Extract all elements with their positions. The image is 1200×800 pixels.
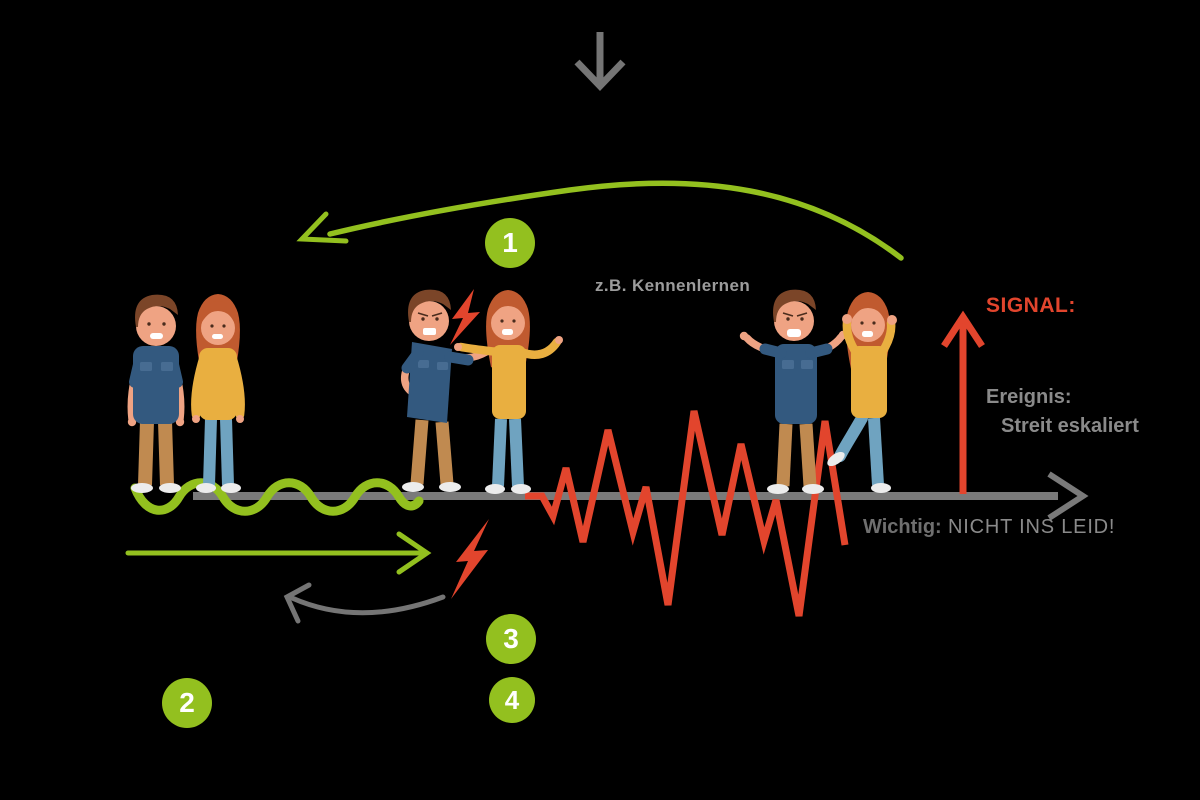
forward-arrow-icon	[125, 531, 432, 575]
escalation-zigzag	[525, 410, 849, 617]
step-badge-2: 2	[162, 678, 212, 728]
signal-up-arrow-icon	[941, 310, 985, 494]
man-escalated	[739, 289, 848, 494]
step-badge-4: 4	[489, 677, 535, 723]
loop-return-arrow-icon	[296, 180, 904, 261]
important-note: Wichtig: NICHT INS LEID!	[863, 516, 1115, 539]
couple-arguing	[401, 289, 563, 494]
event-detail: Streit eskaliert	[1001, 415, 1139, 437]
lightning-bolt-icon-bottom	[451, 519, 489, 599]
woman-escalated	[827, 292, 897, 493]
step-badge-3: 3	[486, 614, 536, 664]
event-heading: Ereignis:	[986, 386, 1072, 408]
event-label: Ereignis: Streit eskaliert	[986, 383, 1139, 441]
couple-calm	[127, 294, 245, 493]
man-arguing	[401, 289, 498, 492]
important-message: NICHT INS LEID!	[941, 516, 1116, 538]
lightning-bolt-icon-top	[450, 289, 480, 345]
example-event-label: z.B. Kennenlernen	[595, 276, 751, 295]
down-arrow-icon	[574, 32, 626, 92]
woman-calm	[191, 294, 245, 493]
man-calm	[127, 294, 185, 493]
signal-title: SIGNAL:	[986, 294, 1076, 317]
calm-wave	[130, 478, 424, 516]
step-badge-1: 1	[485, 218, 535, 268]
woman-arguing	[454, 290, 563, 494]
repeat-curved-arrow-icon	[283, 582, 446, 624]
couple-escalated	[739, 289, 897, 494]
important-prefix: Wichtig:	[863, 516, 942, 538]
